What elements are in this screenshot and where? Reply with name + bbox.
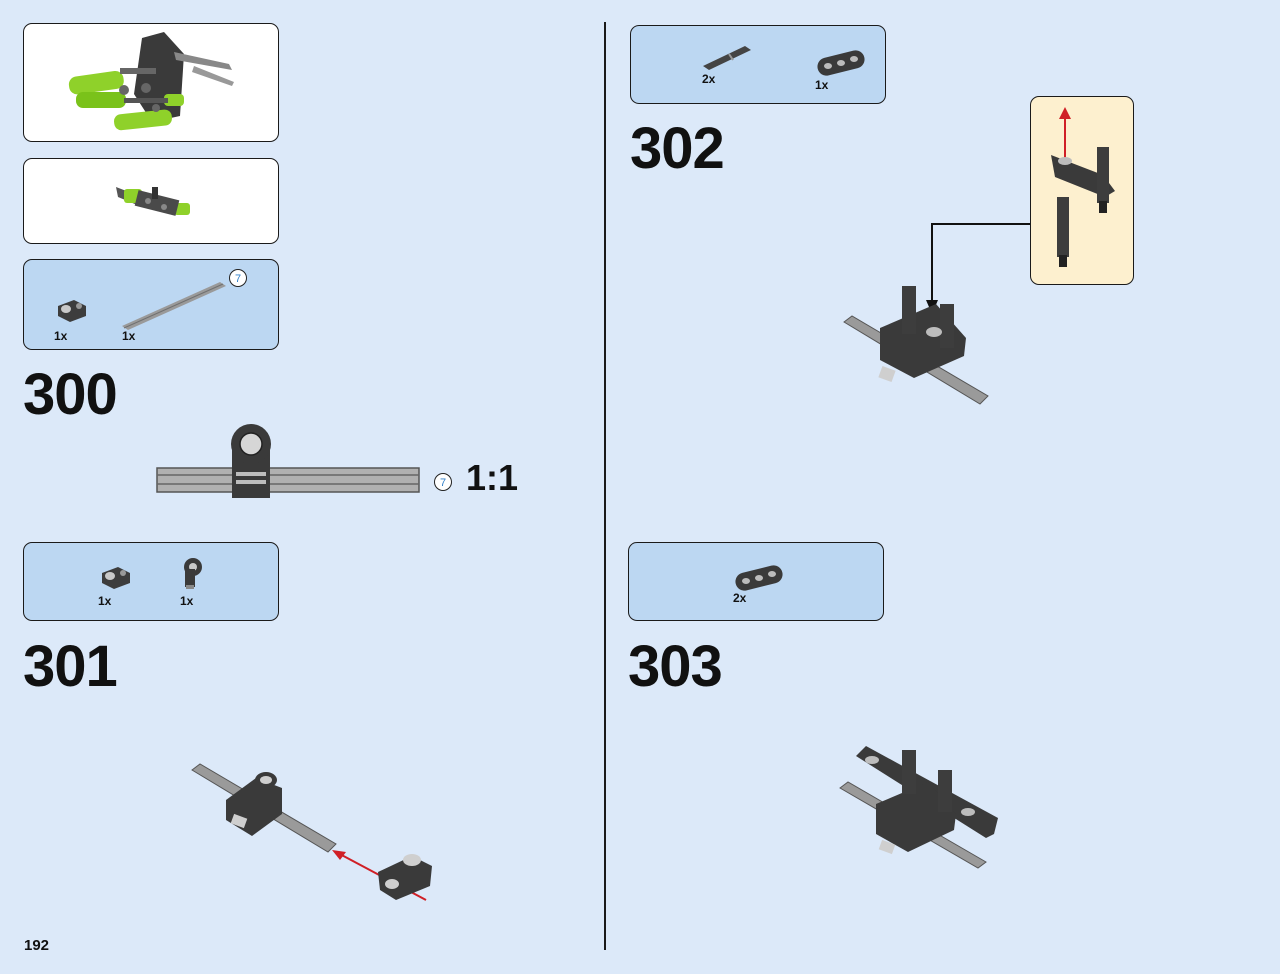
technic-connector-icon [102, 567, 130, 589]
step-number-302: 302 [630, 116, 725, 181]
part-quantity: 2x [733, 591, 747, 605]
model-preview-panel [23, 23, 279, 142]
technic-connector-icon [58, 300, 86, 322]
technic-axle-icon [122, 282, 226, 330]
part-quantity: 1x [122, 329, 136, 343]
parts-list-step-300: 1x 1x 7 [23, 259, 279, 350]
step-302-assembly [843, 286, 989, 405]
part-quantity: 1x [98, 594, 112, 608]
technic-beam-icon [817, 50, 865, 76]
page-number: 192 [24, 937, 50, 954]
parts-list-step-303: 2x [628, 542, 884, 621]
step-number-301: 301 [23, 634, 118, 699]
step-303-assembly [839, 746, 998, 869]
technic-pin-icon [703, 46, 751, 70]
technic-beam-icon [735, 565, 783, 591]
model-preview-illustration [68, 32, 234, 131]
part-quantity: 2x [702, 72, 716, 86]
step-301-assembly [191, 763, 432, 901]
step-300-axle-with-connector [156, 424, 420, 498]
step-number-303: 303 [628, 634, 723, 699]
subassembly-preview-illustration [116, 187, 190, 216]
technic-pin-connector-icon [184, 558, 202, 589]
axle-length-callout: 7 [434, 473, 452, 491]
column-divider [604, 22, 606, 950]
subassembly-beam-with-pins [1051, 107, 1115, 267]
subassembly-preview-panel [23, 158, 279, 244]
part-quantity: 1x [180, 594, 194, 608]
part-quantity: 1x [54, 329, 68, 343]
axle-length-callout: 7 [229, 269, 247, 287]
step-number-300: 300 [23, 362, 118, 427]
parts-list-step-302: 2x 1x [630, 25, 886, 104]
scale-label: 1:1 [466, 457, 519, 498]
part-quantity: 1x [815, 78, 829, 92]
subassembly-callout-panel [1030, 96, 1134, 285]
parts-list-step-301: 1x 1x [23, 542, 279, 621]
